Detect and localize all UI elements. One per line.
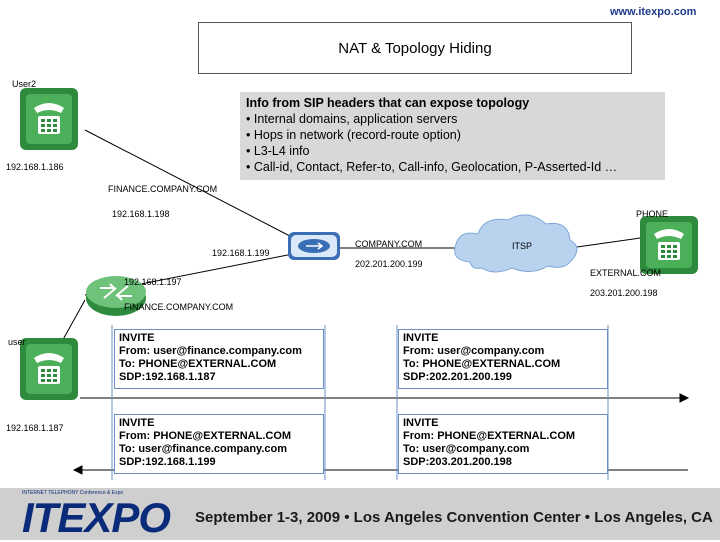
user2-ip-label: 192.168.1.186 (6, 162, 64, 172)
company-ip-label: 202.201.200.199 (355, 259, 423, 269)
link-cloud-phone (569, 237, 641, 249)
title-box: NAT & Topology Hiding (198, 22, 632, 74)
ip-198-label: 192.168.1.198 (112, 209, 170, 219)
invite-from: From: user@company.com (403, 345, 545, 357)
phone-icon (640, 216, 698, 274)
finance-domain-label: FINANCE.COMPANY.COM (108, 184, 218, 194)
info-bullet: • Hops in network (record-route option) (246, 128, 461, 142)
invite-method: INVITE (403, 332, 439, 344)
invite-sdp: SDP:202.201.200.199 (403, 371, 512, 383)
invite-message-2: INVITE From: user@company.com To: PHONE@… (398, 329, 608, 389)
footer-band (0, 488, 720, 540)
invite-to: To: PHONE@EXTERNAL.COM (403, 358, 561, 370)
website-url: www.itexpo.com (610, 6, 697, 18)
link-proxy-user (59, 299, 86, 346)
user2-label: User2 (12, 79, 37, 89)
ip-197-label: 192.168.1.197 (124, 277, 182, 287)
itsp-cloud-icon (454, 214, 578, 273)
info-bullet: • Internal domains, application servers (246, 112, 458, 126)
invite-from: From: PHONE@EXTERNAL.COM (119, 430, 292, 442)
finance-domain-label-bottom: FINANCE.COMPANY.COM (124, 302, 234, 312)
link-user2-router (84, 129, 314, 249)
invite-sdp: SDP:192.168.1.187 (119, 371, 216, 383)
phone-label: PHONE (636, 209, 669, 219)
event-banner: September 1-3, 2009 • Los Angeles Conven… (195, 509, 713, 526)
invite-message-3: INVITE From: PHONE@EXTERNAL.COM To: user… (114, 414, 324, 474)
arrow-bottom-head (72, 465, 83, 475)
invite-method: INVITE (403, 417, 439, 429)
info-heading: Info from SIP headers that can expose to… (246, 96, 530, 110)
invite-to: To: PHONE@EXTERNAL.COM (119, 358, 277, 370)
invite-from: From: user@finance.company.com (119, 345, 302, 357)
itsp-label: ITSP (512, 241, 533, 251)
proxy-switch-icon (86, 276, 146, 316)
logo-tagline: INTERNET TELEPHONY Conference & Expo (22, 490, 124, 496)
invite-message-1: INVITE From: user@finance.company.com To… (114, 329, 324, 389)
info-panel: Info from SIP headers that can expose to… (240, 92, 665, 180)
external-ip-label: 203.201.200.198 (590, 288, 658, 298)
invite-method: INVITE (119, 417, 155, 429)
invite-method: INVITE (119, 332, 155, 344)
external-domain-label: EXTERNAL.COM (590, 268, 662, 278)
info-bullet: • L3-L4 info (246, 144, 310, 158)
invite-sdp: SDP:192.168.1.199 (119, 456, 216, 468)
router-icon (288, 232, 340, 260)
arrow-top-head (679, 393, 690, 403)
page-title: NAT & Topology Hiding (338, 39, 492, 57)
phone-icon (20, 338, 78, 400)
invite-to: To: user@finance.company.com (119, 443, 288, 455)
invite-from: From: PHONE@EXTERNAL.COM (403, 430, 576, 442)
invite-sdp: SDP:203.201.200.198 (403, 456, 512, 468)
user-label: user (8, 337, 26, 347)
invite-to: To: user@company.com (403, 443, 530, 455)
user-ip-label: 192.168.1.187 (6, 423, 64, 433)
invite-message-4: INVITE From: PHONE@EXTERNAL.COM To: user… (398, 414, 608, 474)
ip-199-label: 192.168.1.199 (212, 248, 270, 258)
itexpo-logo: ITEXPO (22, 494, 171, 541)
company-domain-label: COMPANY.COM (355, 239, 423, 249)
info-bullet: • Call-id, Contact, Refer-to, Call-info,… (246, 160, 618, 174)
phone-icon (20, 88, 78, 150)
